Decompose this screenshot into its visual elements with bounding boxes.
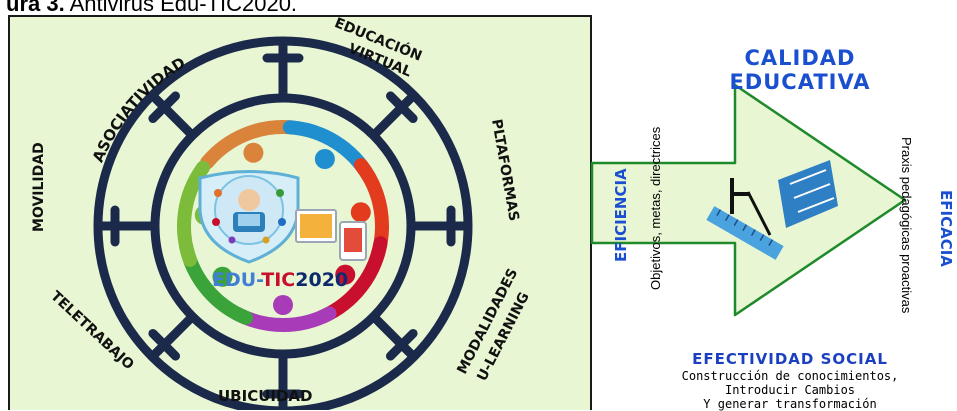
education-tools-icon	[706, 160, 838, 260]
figure-caption: ura 3. Antivirus Edu-TIC2020.	[6, 0, 298, 16]
efectividad-line-1: Construcción de conocimientos,	[681, 369, 899, 383]
edu-tic-logo: EDU-TIC2020	[212, 269, 348, 291]
people-circle	[177, 120, 389, 332]
connector-top-right	[371, 91, 418, 138]
calidad-title-1: CALIDAD	[744, 46, 856, 70]
connector-bottom-left	[148, 314, 195, 361]
label-ubicuidad: UBICUIDAD	[218, 387, 312, 405]
eficacia-subtitle: Praxis pedagógicas proactivas	[899, 137, 914, 314]
connector-top	[262, 41, 304, 99]
connector-right	[410, 205, 468, 247]
label-movilidad: MOVILIDAD	[31, 142, 47, 232]
connector-top-left	[148, 91, 195, 138]
shield-logo-icon	[198, 170, 300, 264]
efectividad-social-title: EFECTIVIDAD SOCIAL	[692, 350, 888, 368]
person-orange	[200, 120, 301, 170]
eficiencia-subtitle: Objetivos, metas, directrices	[648, 126, 663, 290]
connector-left	[98, 205, 156, 247]
calidad-title-2: EDUCATIVA	[729, 70, 871, 94]
eficiencia-label: EFICIENCIA	[612, 168, 630, 262]
radial-connectors	[98, 41, 468, 410]
connector-bottom	[262, 353, 304, 410]
eficacia-label: EFICACIA	[937, 190, 955, 267]
quality-arrow	[590, 83, 907, 317]
connector-bottom-right	[371, 314, 418, 361]
efectividad-line-2: Introducir Cambios	[724, 383, 856, 397]
efectividad-line-3: Y generar transformación	[703, 397, 877, 411]
devices-icon	[295, 209, 367, 261]
